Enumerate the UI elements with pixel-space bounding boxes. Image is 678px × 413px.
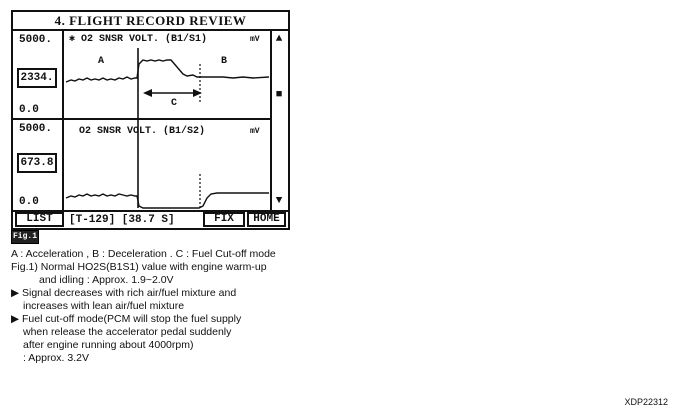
lower-max-value: 5000. bbox=[19, 123, 53, 135]
note-bullet-2: ▶ Fuel cut-off mode(PCM will stop the fu… bbox=[11, 313, 242, 325]
screen-title: 4. FLIGHT RECORD REVIEW bbox=[13, 12, 288, 31]
notes-block: A : Acceleration , B : Deceleration . C … bbox=[11, 248, 341, 365]
figure-badge: Fig.1 bbox=[11, 230, 39, 244]
note-bullet-1: ▶ Signal decreases with rich air/fuel mi… bbox=[11, 287, 237, 299]
scroll-position-icon[interactable]: ■ bbox=[275, 89, 283, 101]
note-bullet-2-value: : Approx. 3.2V bbox=[23, 352, 89, 364]
scroll-up-icon[interactable]: ▲ bbox=[275, 33, 283, 45]
note-bullet-1-cont: increases with lean air/fuel mixture bbox=[23, 300, 185, 312]
list-button[interactable]: LIST bbox=[15, 212, 64, 227]
upper-max-value: 5000. bbox=[19, 34, 53, 46]
figure-code: XDP22312 bbox=[624, 397, 668, 407]
upper-unit: mV bbox=[250, 35, 260, 44]
home-button[interactable]: HOME bbox=[247, 212, 286, 227]
lower-series-name: O2 SNSR VOLT. (B1/S2) bbox=[79, 126, 206, 137]
region-label-c: C bbox=[171, 98, 178, 109]
lower-current-value: 673.8 bbox=[17, 153, 57, 173]
cutoff-arrow-right-head bbox=[193, 89, 202, 97]
lower-min-value: 0.0 bbox=[19, 196, 39, 208]
note-fig1: Fig.1) Normal HO2S(B1S1) value with engi… bbox=[11, 261, 267, 273]
scrollbar-divider bbox=[270, 31, 272, 210]
lower-unit: mV bbox=[250, 127, 260, 136]
upper-current-value: 2334. bbox=[17, 68, 57, 88]
upper-series-name: ✱ O2 SNSR VOLT. (B1/S1) bbox=[69, 34, 208, 45]
region-label-b: B bbox=[221, 56, 228, 67]
cutoff-arrow-left-head bbox=[143, 89, 152, 97]
scroll-down-icon[interactable]: ▼ bbox=[275, 195, 283, 207]
axis-divider bbox=[62, 31, 64, 210]
softkey-separator bbox=[13, 210, 288, 212]
fix-button[interactable]: FIX bbox=[203, 212, 245, 227]
upper-waveform bbox=[65, 59, 270, 83]
note-fig1-value: and idling : Approx. 1.9~2.0V bbox=[39, 274, 174, 286]
note-legend: A : Acceleration , B : Deceleration . C … bbox=[11, 248, 276, 260]
note-bullet-2-cont2: after engine running about 4000rpm) bbox=[23, 339, 194, 351]
waveform-area bbox=[65, 48, 270, 209]
upper-min-value: 0.0 bbox=[19, 104, 39, 116]
graph-separator bbox=[13, 118, 270, 120]
lower-waveform bbox=[65, 192, 269, 209]
note-bullet-2-cont1: when release the accelerator pedal sudde… bbox=[23, 326, 232, 338]
frame-time-readout: [T-129] [38.7 S] bbox=[69, 214, 175, 226]
scan-tool-screen: 4. FLIGHT RECORD REVIEW 5000. 2334. 0.0 … bbox=[11, 10, 290, 230]
region-label-a: A bbox=[98, 56, 105, 67]
